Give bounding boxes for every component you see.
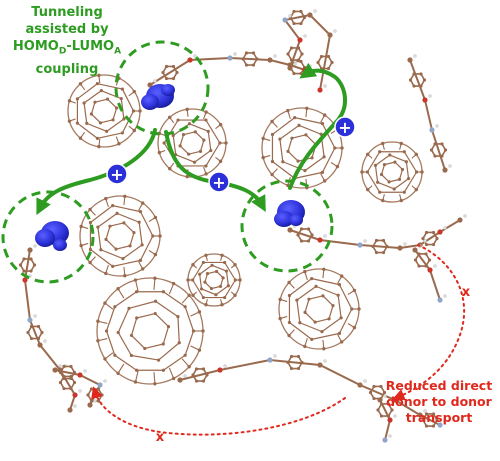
tunneling-site-top xyxy=(114,40,210,136)
blocked-cross-icon: x xyxy=(462,285,471,300)
donor-molecule xyxy=(147,51,312,88)
fullerene-cage xyxy=(79,194,162,278)
tunneling-site-right xyxy=(240,179,334,273)
svg-text:+: + xyxy=(338,118,351,137)
tunneling-caption-line3: HOMOD-LUMOA xyxy=(12,39,122,57)
charge-blob-top xyxy=(141,84,175,110)
blocked-cross-icon: x xyxy=(156,430,165,445)
fullerene-cage xyxy=(96,276,205,386)
reduced-caption-line3: transport xyxy=(405,410,473,425)
fullerene-cage xyxy=(67,73,142,149)
fullerene-cage xyxy=(278,267,361,351)
donor-molecule xyxy=(407,54,452,173)
donor-molecule xyxy=(412,244,447,303)
donor-molecule xyxy=(287,214,467,255)
charge-blob-right xyxy=(274,200,305,227)
reduced-caption-line1: Reduced direct xyxy=(385,378,493,393)
tunneling-sites xyxy=(1,40,334,284)
fullerene-cages xyxy=(67,73,424,386)
fullerene-cage xyxy=(186,253,242,307)
svg-text:+: + xyxy=(110,165,123,184)
tunneling-arrow-right-to-upper xyxy=(288,62,347,190)
blocked-transport-arrows xyxy=(91,244,466,436)
tunneling-caption-line4: coupling xyxy=(35,61,99,77)
charge-density-blobs xyxy=(35,84,305,251)
donor-molecule xyxy=(282,9,337,93)
tunneling-caption-line2: assisted by xyxy=(25,22,109,37)
tunneling-caption: Tunneling assisted by HOMOD-LUMOA coupli… xyxy=(2,4,132,78)
reduced-transport-caption: Reduced direct donor to donor transport xyxy=(378,378,500,426)
donor-molecule xyxy=(52,364,107,408)
donor-molecule xyxy=(376,394,397,443)
hole-charge-plus-icon: + xyxy=(208,171,230,193)
hole-charges: + + + xyxy=(106,116,356,193)
donor-molecule xyxy=(18,244,82,413)
fullerene-cage xyxy=(261,106,344,190)
charge-blob-left xyxy=(35,221,69,251)
blocked-crosses: x x xyxy=(156,285,471,445)
tunneling-site-left xyxy=(1,190,95,284)
fullerene-cage xyxy=(157,107,228,179)
hole-charge-plus-icon: + xyxy=(334,116,356,138)
blocked-arrow-right xyxy=(392,244,466,401)
reduced-caption-line2: donor to donor xyxy=(386,394,492,409)
blocked-arrow-lower xyxy=(91,386,346,436)
fullerene-cage xyxy=(360,141,424,203)
hole-charge-plus-icon: + xyxy=(106,163,128,185)
tunneling-caption-line1: Tunneling xyxy=(31,5,103,20)
svg-text:+: + xyxy=(212,173,225,192)
donor-molecule xyxy=(177,354,447,428)
tunneling-arrow-top-to-left xyxy=(36,128,157,216)
